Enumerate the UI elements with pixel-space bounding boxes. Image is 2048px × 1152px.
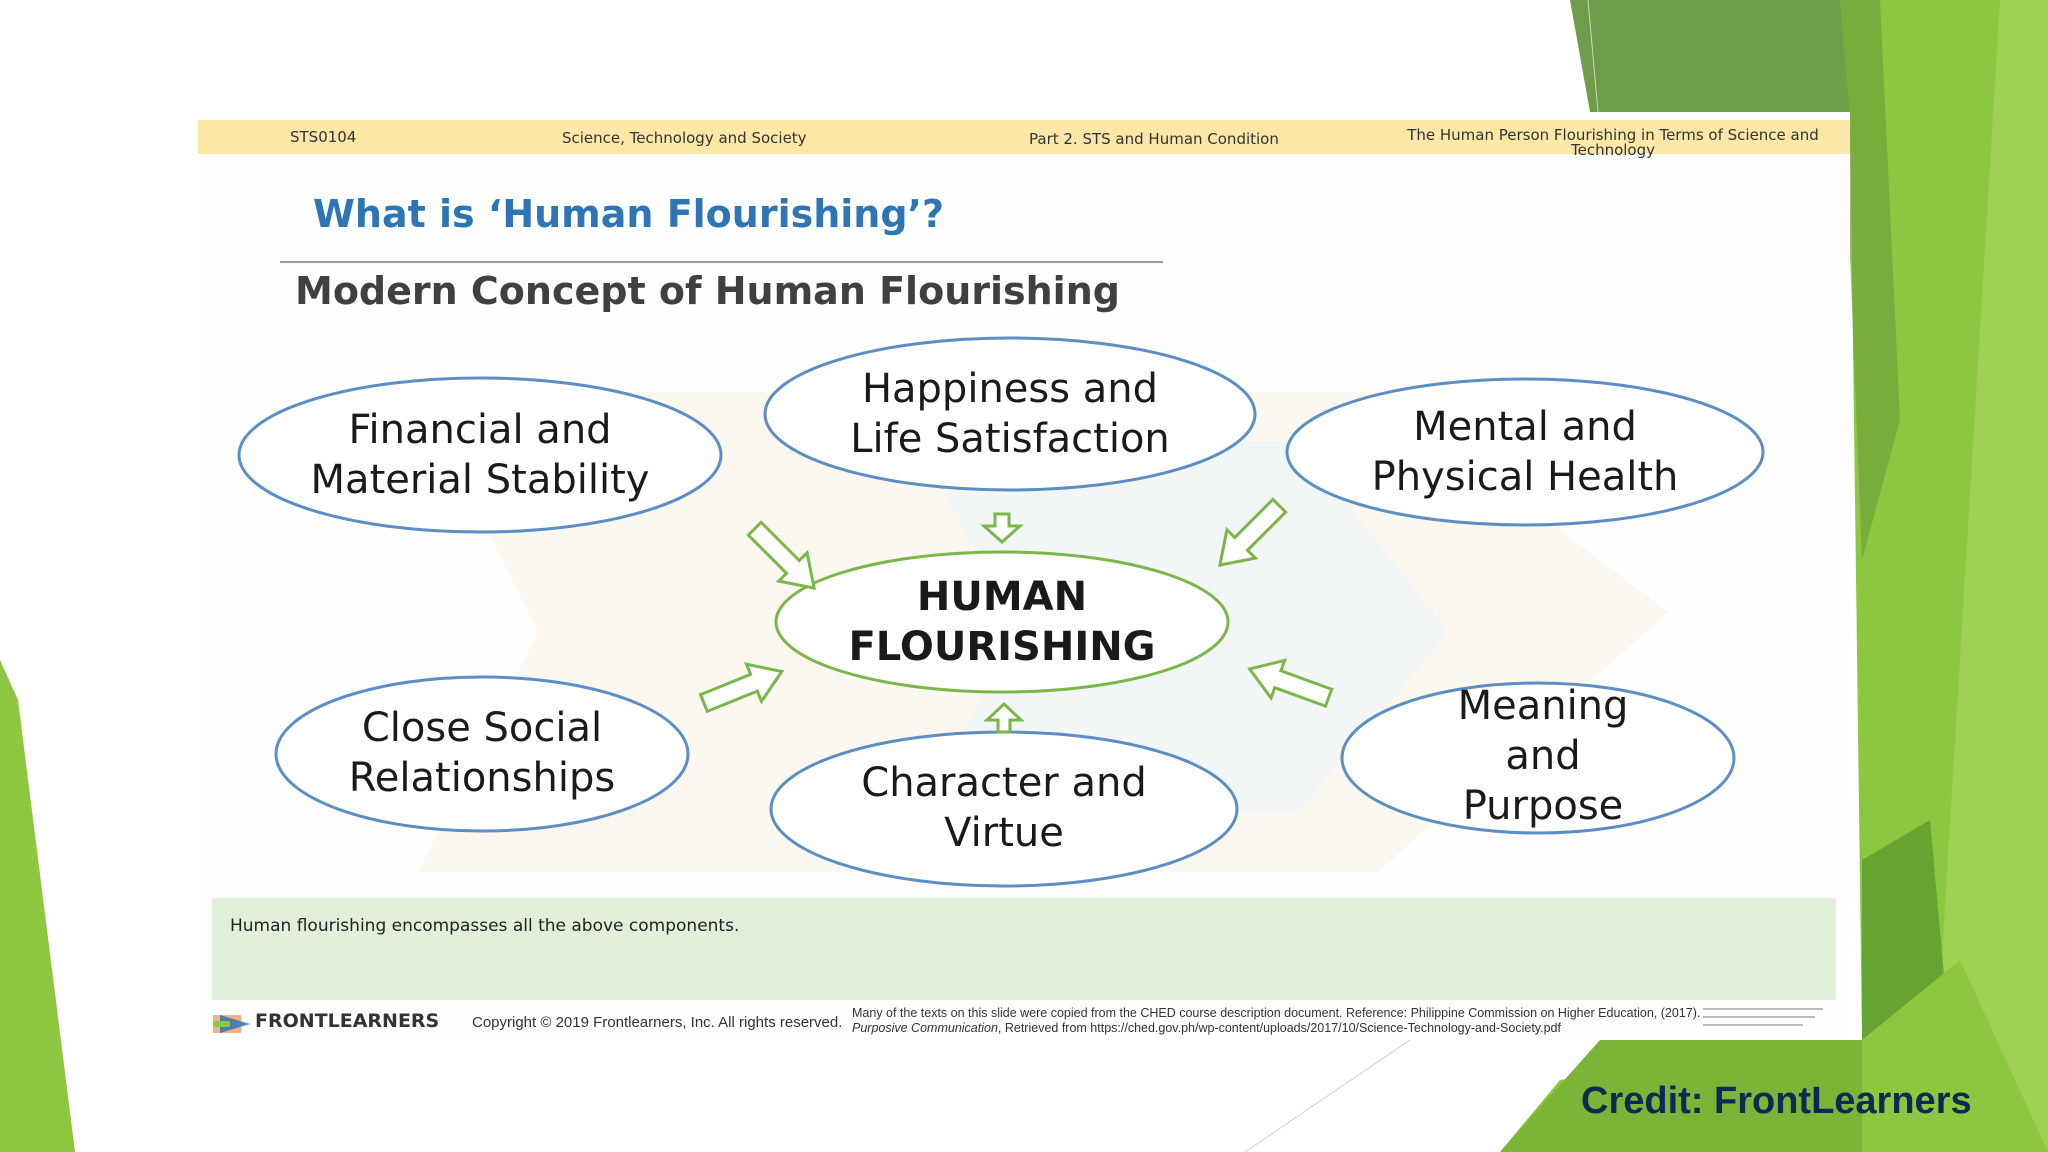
node-oval-mental	[1285, 377, 1765, 527]
arrow-down-left-icon	[1217, 497, 1288, 568]
footer-reference-line2: , Retrieved from https://ched.gov.ph/wp-…	[997, 1021, 1561, 1035]
node-label-mental: Mental and Physical Health	[1371, 404, 1679, 500]
header-topic: The Human Person Flourishing in Terms of…	[1407, 126, 1819, 159]
node-label-character: Character and Virtue	[861, 760, 1147, 856]
node-oval-social	[274, 675, 690, 833]
footer-reference: Many of the texts on this slide were cop…	[852, 1006, 1854, 1036]
center-oval	[774, 550, 1230, 694]
header-course-name: Science, Technology and Society	[562, 129, 807, 147]
frontlearners-logo-text: FRONTLEARNERS	[255, 1010, 440, 1032]
flourishing-diagram	[237, 336, 1765, 888]
title-divider	[280, 261, 1163, 263]
footer-copyright: Copyright © 2019 Frontlearners, Inc. All…	[472, 1014, 843, 1031]
fine-print-lines	[1703, 1008, 1823, 1026]
slide-panel: STS0104 Science, Technology and Society …	[198, 112, 1850, 1040]
footer-fine-print	[1703, 1006, 1843, 1039]
header-part: Part 2. STS and Human Condition	[1029, 130, 1279, 148]
header-course-code: STS0104	[290, 128, 357, 146]
credit-text: Credit: FrontLearners	[1581, 1080, 1972, 1122]
footer-reference-line1: Many of the texts on this slide were cop…	[852, 1006, 1701, 1020]
node-oval-financial	[237, 376, 723, 534]
node-oval-happiness	[763, 336, 1257, 492]
arrow-down-right-icon	[746, 520, 817, 591]
slide-subtitle: Modern Concept of Human Flourishing	[295, 269, 1120, 313]
slide-footer: FRONTLEARNERS Copyright © 2019 Frontlear…	[198, 1002, 1850, 1040]
center-label: HUMAN FLOURISHING	[848, 574, 1156, 670]
header-strip: STS0104 Science, Technology and Society …	[198, 120, 1850, 158]
node-label-meaning: Meaning and Purpose	[1457, 683, 1629, 829]
footer-reference-italic: Purposive Communication	[852, 1021, 998, 1035]
arrow-down-icon	[980, 512, 1024, 545]
frontlearners-logo-icon	[213, 1015, 250, 1033]
node-label-social: Close Social Relationships	[348, 705, 616, 801]
node-label-financial: Financial and Material Stability	[310, 407, 650, 503]
arrow-up-icon	[983, 701, 1025, 734]
slide-title: What is ‘Human Flourishing’?	[313, 192, 945, 236]
notes-text: Human flourishing encompasses all the ab…	[230, 916, 740, 936]
node-oval-meaning	[1340, 681, 1736, 835]
arrow-up-right-icon	[698, 662, 785, 714]
node-label-happiness: Happiness and Life Satisfaction	[850, 366, 1170, 462]
notes-bar: Human flourishing encompasses all the ab…	[212, 898, 1836, 1000]
arrow-up-left-icon	[1247, 658, 1334, 709]
